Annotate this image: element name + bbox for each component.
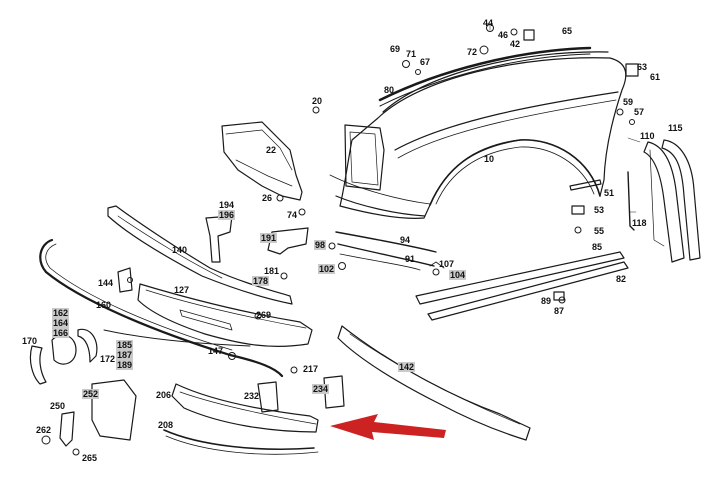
part-label-185: 185	[116, 340, 134, 350]
upper-bumper-bar-part	[107, 205, 293, 305]
part-label-46: 46	[498, 30, 509, 40]
pointer-arrow	[330, 414, 446, 440]
part-label-55: 55	[594, 226, 605, 236]
part-label-63: 63	[637, 62, 648, 72]
part-label-104: 104	[449, 270, 467, 280]
part-label-67: 67	[420, 57, 431, 67]
part-label-61: 61	[650, 72, 661, 82]
part-label-265: 265	[82, 453, 98, 463]
part-label-144: 144	[98, 278, 114, 288]
part-label-250: 250	[50, 401, 66, 411]
part-label-10: 10	[484, 154, 495, 164]
part-label-87: 87	[554, 306, 565, 316]
part-label-44: 44	[483, 18, 494, 28]
part-label-98: 98	[314, 240, 327, 250]
part-label-166: 166	[52, 328, 70, 338]
part-label-26: 26	[262, 193, 273, 203]
part-label-181: 181	[264, 266, 280, 276]
rocker-trim-82	[427, 261, 629, 321]
part-label-57: 57	[634, 107, 645, 117]
part-label-127: 127	[174, 285, 190, 295]
rocker-trim-85	[415, 251, 625, 305]
badge-51	[569, 179, 602, 191]
part-label-187: 187	[116, 350, 134, 360]
part-label-142: 142	[398, 362, 416, 372]
part-label-group-185: 185 187 189	[116, 340, 134, 370]
part-label-252: 252	[82, 389, 100, 399]
part-label-59: 59	[623, 97, 634, 107]
fender-part	[329, 51, 627, 219]
part-label-269: 269	[256, 310, 272, 320]
seal-170	[29, 345, 47, 385]
clip-53	[571, 205, 585, 215]
part-label-20: 20	[312, 96, 323, 106]
part-label-162: 162	[52, 308, 70, 318]
part-label-110: 110	[640, 131, 655, 141]
part-label-53: 53	[594, 205, 605, 215]
part-label-74: 74	[287, 210, 298, 220]
part-label-51: 51	[604, 188, 615, 198]
part-label-206: 206	[156, 390, 172, 400]
inner-panel-part	[221, 121, 303, 201]
part-label-80: 80	[384, 85, 395, 95]
part-label-140: 140	[172, 245, 188, 255]
part-label-69: 69	[390, 44, 401, 54]
part-label-189: 189	[116, 360, 134, 370]
fender-trim-part	[378, 46, 592, 102]
part-label-196: 196	[218, 210, 236, 220]
bracket-194	[205, 215, 233, 263]
part-label-170: 170	[22, 336, 38, 346]
lower-bumper-part	[163, 383, 319, 455]
bracket-234	[323, 375, 345, 409]
lower-strip-part	[103, 329, 251, 347]
part-label-group-162: 162 164 166	[52, 308, 70, 338]
part-label-71: 71	[406, 49, 417, 59]
part-label-91: 91	[405, 254, 416, 264]
bracket-144	[117, 267, 133, 293]
part-label-89: 89	[541, 296, 552, 306]
bracket-252	[91, 379, 137, 441]
chrome-strip-part	[39, 238, 284, 378]
part-label-118: 118	[632, 218, 647, 228]
part-label-208: 208	[158, 420, 174, 430]
part-label-172: 172	[100, 354, 116, 364]
part-label-107: 107	[439, 259, 455, 269]
bracket-232	[257, 381, 279, 413]
part-label-232: 232	[244, 391, 260, 401]
part-label-82: 82	[616, 274, 627, 284]
part-label-234: 234	[312, 384, 330, 394]
part-label-178: 178	[252, 276, 270, 286]
part-label-22: 22	[266, 145, 277, 155]
part-label-194: 194	[219, 200, 235, 210]
part-label-85: 85	[592, 242, 603, 252]
part-label-147: 147	[208, 346, 224, 356]
part-label-262: 262	[36, 425, 52, 435]
part-label-102: 102	[318, 264, 336, 274]
bracket-191	[267, 227, 309, 255]
part-label-160: 160	[96, 300, 112, 310]
grille-162	[51, 334, 77, 365]
part-label-191: 191	[260, 233, 278, 243]
part-label-65: 65	[562, 26, 573, 36]
rear-arch-parts	[627, 139, 701, 263]
part-label-115: 115	[668, 123, 683, 133]
bumper-part	[137, 283, 313, 347]
bracket-250	[59, 411, 75, 447]
part-label-42: 42	[510, 39, 521, 49]
part-label-164: 164	[52, 318, 70, 328]
part-label-94: 94	[400, 235, 411, 245]
part-label-72: 72	[467, 47, 478, 57]
part-label-217: 217	[303, 364, 319, 374]
